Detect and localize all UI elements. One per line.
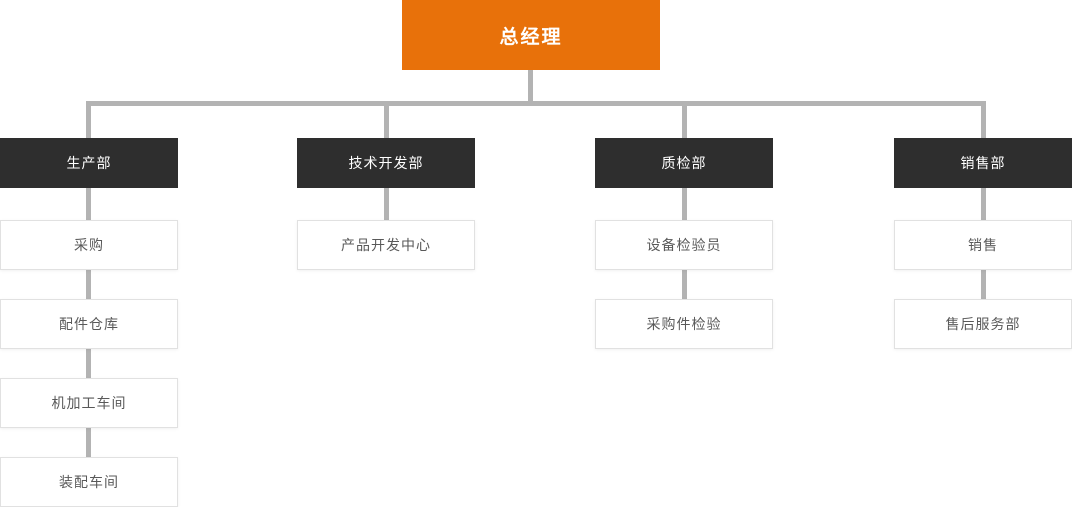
connector-production-1 [86,188,91,220]
node-label: 技术开发部 [348,155,424,171]
node-quality-dept: 质检部 [595,138,773,188]
node-label: 采购件检验 [646,316,722,332]
node-general-manager: 总经理 [402,0,660,70]
node-label: 配件仓库 [59,316,119,332]
node-label: 设备检验员 [646,237,722,253]
connector-stub-production [86,101,91,138]
connector-tech-1 [384,188,389,220]
node-purchased-parts-inspection: 采购件检验 [595,299,773,349]
node-label: 产品开发中心 [341,237,431,253]
connector-stub-sales [981,101,986,138]
node-product-dev-center: 产品开发中心 [297,220,475,270]
connector-production-4 [86,428,91,457]
connector-root-stub [528,70,533,101]
node-sales: 销售 [894,220,1072,270]
node-label: 装配车间 [59,474,119,490]
node-label: 采购 [74,237,104,253]
node-label: 总经理 [499,26,563,48]
node-purchasing: 采购 [0,220,178,270]
node-label: 生产部 [66,155,112,171]
connector-qc-1 [682,188,687,220]
connector-production-3 [86,349,91,378]
node-label: 机加工车间 [51,395,127,411]
connector-stub-qc [682,101,687,138]
connector-stub-tech [384,101,389,138]
connector-qc-2 [682,270,687,299]
node-label: 质检部 [661,155,707,171]
connector-sales-1 [981,188,986,220]
connector-horizontal [86,101,986,106]
connector-production-2 [86,270,91,299]
node-label: 销售部 [960,155,1006,171]
node-sales-dept: 销售部 [894,138,1072,188]
node-production-dept: 生产部 [0,138,178,188]
connector-sales-2 [981,270,986,299]
node-after-sales-service: 售后服务部 [894,299,1072,349]
node-parts-warehouse: 配件仓库 [0,299,178,349]
node-equipment-inspector: 设备检验员 [595,220,773,270]
node-machining-workshop: 机加工车间 [0,378,178,428]
node-label: 销售 [968,237,998,253]
node-label: 售后服务部 [945,316,1021,332]
node-assembly-workshop: 装配车间 [0,457,178,507]
node-tech-dev-dept: 技术开发部 [297,138,475,188]
